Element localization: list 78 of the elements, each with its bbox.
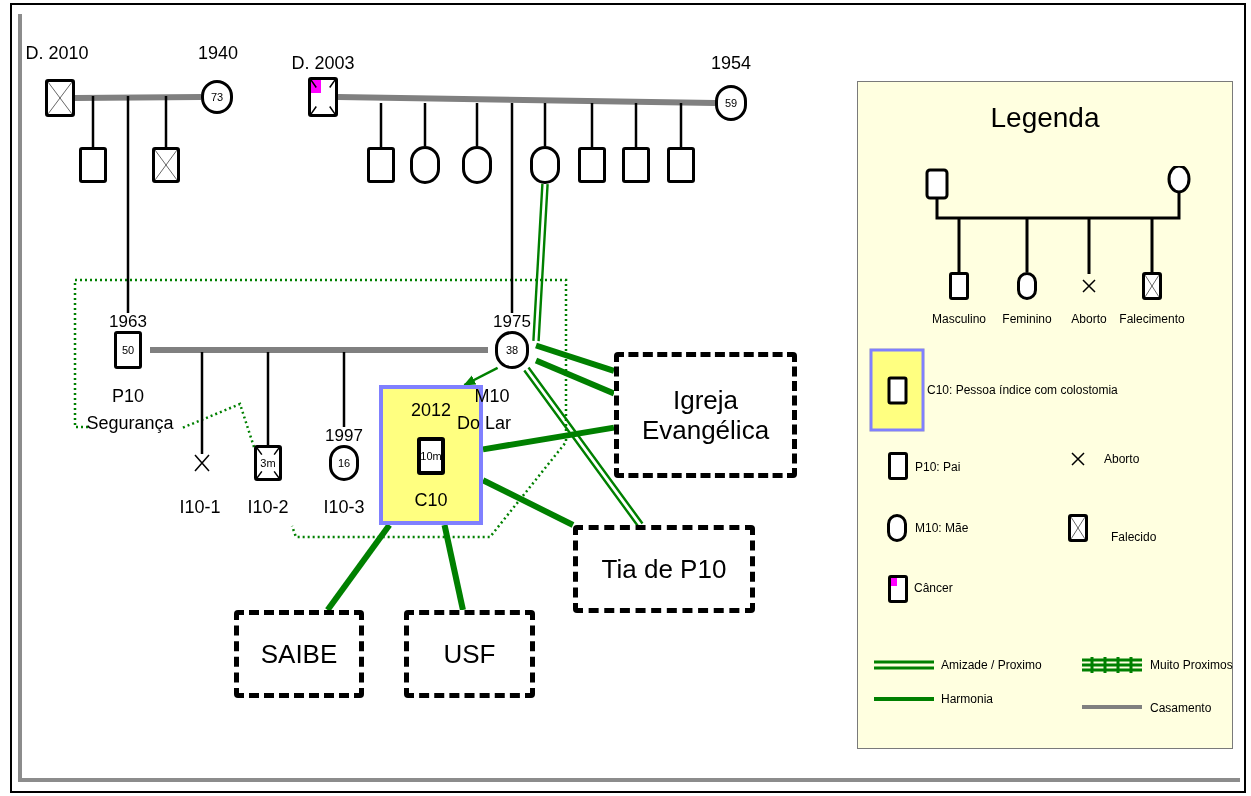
legend-label: Falecimento [1119,312,1185,326]
miscarriage-cross [194,454,210,472]
descent-line [679,103,683,147]
female-symbol [530,146,560,184]
person-label: D. 2003 [291,54,355,72]
person-label: I10-1 [179,498,221,516]
descent-line [590,103,594,147]
descent-line [543,103,547,146]
male-symbol: 10m [417,437,445,475]
descent-line [510,103,514,313]
legend-label: Falecido [1111,530,1157,544]
legend-label: C10: Pessoa índice com colostomia [927,383,1118,397]
legend-label: Aborto [1104,452,1140,466]
year-label: 1963 [109,313,147,331]
deceased-male-symbol [152,147,180,183]
descent-line [342,352,346,427]
year-label: 1997 [325,427,363,445]
descent-line [379,103,383,147]
legend-label: P10: Pai [915,460,961,474]
female-symbol: 16 [329,445,359,481]
legend-label: Feminino [1002,312,1052,326]
descent-line [164,96,168,147]
relationship-line [534,357,616,397]
year-label: 1975 [493,313,531,331]
person-label: I10-3 [323,498,365,516]
male-symbol [367,147,395,183]
marriage-line [74,94,202,101]
person-label: D. 2010 [25,44,89,62]
legend-label: Aborto [1071,312,1107,326]
marriage-line [150,347,488,353]
person-label: Segurança [86,414,174,432]
male-symbol: 50 [114,331,142,369]
descent-line [475,103,479,146]
male-symbol [622,147,650,183]
cancer-male-symbol [308,77,338,117]
relationship-line [535,342,615,374]
year-label: 2012 [409,401,452,419]
descent-line [126,96,130,313]
male-symbol [578,147,606,183]
relationship-line [441,524,466,611]
legend-label: Amizade / Proximo [941,658,1042,672]
deceased-male-symbol [45,79,75,117]
descent-line [200,352,204,454]
legend-label: M10: Mãe [915,521,969,535]
legend-label: Muito Proximos [1150,658,1233,672]
male-symbol: 3m [254,445,282,481]
legend-label: Casamento [1150,701,1212,715]
descent-line [91,96,95,147]
male-symbol [79,147,107,183]
relationship-line [482,424,615,453]
person-label: P10 [112,387,144,405]
male-symbol [667,147,695,183]
female-symbol: 59 [715,85,747,121]
descent-line [423,103,427,146]
person-label: C10 [413,491,449,509]
legend-label: Câncer [914,581,953,595]
person-label: Do Lar [457,414,511,432]
resource-box: SAIBE [234,610,364,698]
resource-box: USF [404,610,535,698]
double-arrow [463,366,499,387]
person-label: 1954 [711,54,751,72]
marriage-line [337,94,716,106]
person-label: M10 [474,387,510,405]
relationship-line [325,523,392,612]
legend-label: Harmonia [941,692,994,706]
descent-line [266,352,270,445]
legend-title: Legenda [989,102,1101,134]
female-symbol [410,146,440,184]
female-symbol: 73 [201,80,233,114]
person-label: I10-2 [247,498,289,516]
resource-box: Tia de P10 [573,525,755,613]
descent-line [634,103,638,147]
person-label: 1940 [198,44,238,62]
resource-box: Igreja Evangélica [614,352,797,478]
legend-label: Masculino [932,312,986,326]
female-symbol: 38 [495,331,529,369]
double-line-connector [532,182,549,343]
female-symbol [462,146,492,184]
